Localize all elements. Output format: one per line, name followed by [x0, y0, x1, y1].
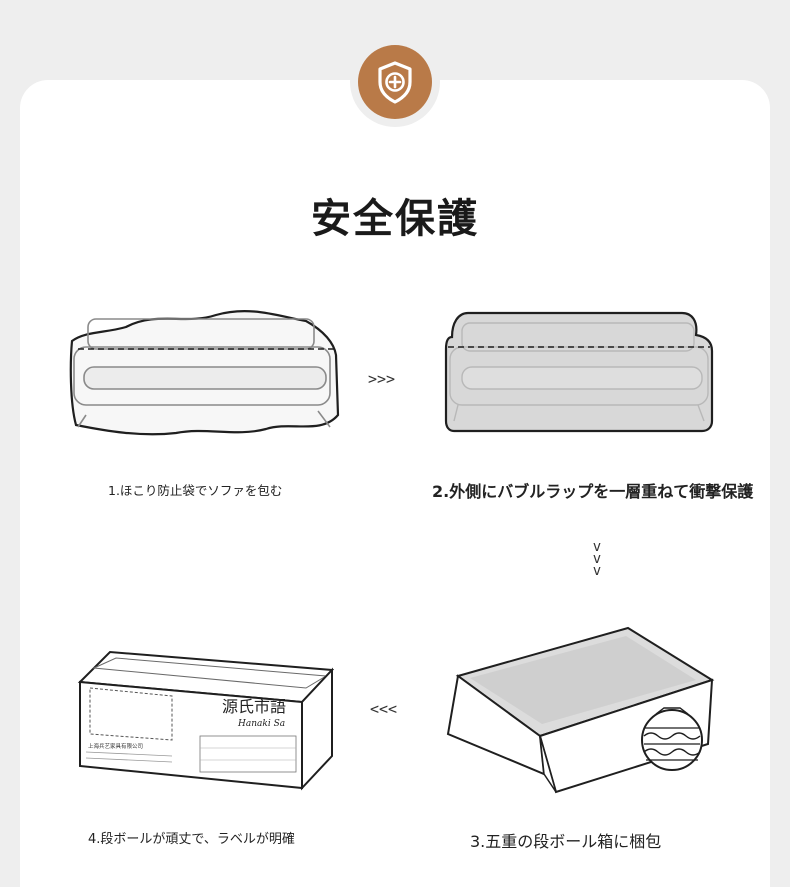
step-3-caption: 3.五重の段ボール箱に梱包	[470, 832, 662, 851]
shield-plus-icon	[358, 45, 432, 119]
arrow-right: >>>	[368, 370, 396, 388]
box-company-text: 上海兵艺家具有限公司	[88, 742, 143, 750]
sofa-bubble-wrap-illustration	[444, 311, 714, 433]
open-corrugated-box-illustration	[446, 626, 715, 794]
step-4-caption: 4.段ボールが頑丈で、ラベルが明確	[88, 832, 295, 847]
box-brand-text: 源氏市語	[222, 697, 286, 716]
arrow-down-chevron: v	[592, 563, 602, 579]
arrow-down-chevron: v	[592, 551, 602, 567]
sofa-dust-bag-illustration	[69, 310, 340, 436]
arrow-left: <<<	[370, 700, 398, 718]
labeled-box-illustration: 源氏市語 Hanaki Sa 上海兵艺家具有限公司	[77, 650, 334, 791]
box-brand-sub-text: Hanaki Sa	[237, 719, 285, 729]
page-title: 安全保護	[311, 196, 479, 242]
step-2-caption: 2.外側にバブルラップを一層重ねて衝撃保護	[432, 482, 754, 501]
arrow-down-chevron: v	[592, 539, 602, 555]
step-1-caption: 1.ほこり防止袋でソファを包む	[108, 483, 283, 498]
